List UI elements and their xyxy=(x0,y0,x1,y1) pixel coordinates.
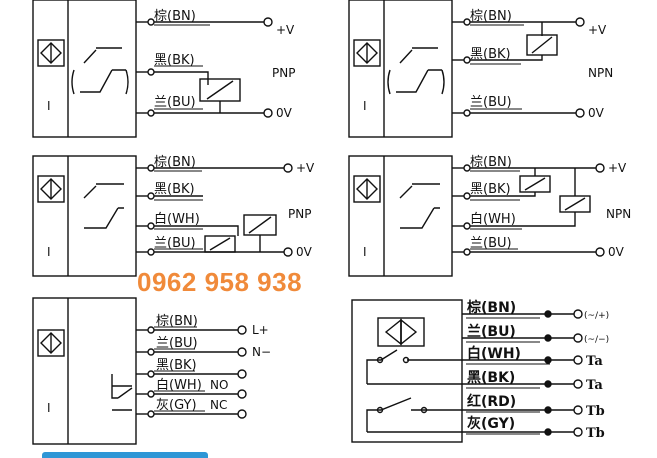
sensor-body xyxy=(32,0,137,138)
sensor-body xyxy=(32,155,137,277)
contact-no-label: NO xyxy=(210,378,228,392)
terminal-tb-2: Tb xyxy=(586,426,605,441)
wire-label-red: 红(RD) xyxy=(467,393,516,410)
wire-label-brown: 棕(BN) xyxy=(156,314,198,329)
wire-label-gray: 灰(GY) xyxy=(156,398,197,413)
labels-ac6: 棕(BN) 兰(BU) 白(WH) 黑(BK) 红(RD) 灰(GY) (~/+… xyxy=(466,299,609,441)
wire-label-blue: 兰(BU) xyxy=(154,236,196,251)
sensor-mark: I xyxy=(47,99,51,113)
terminal-zero-v: 0V xyxy=(296,245,313,259)
terminal-n-minus: N− xyxy=(252,345,271,359)
output-type-label: NPN xyxy=(588,66,613,80)
wire-label-white: 白(WH) xyxy=(467,345,521,362)
phone-number-watermark: 0962 958 938 xyxy=(137,267,303,297)
sensor-body xyxy=(348,0,453,138)
sensor-mark: I xyxy=(363,245,367,259)
wire-label-brown: 棕(BN) xyxy=(470,9,512,24)
sensor-body xyxy=(32,297,137,445)
terminal-plus-v: +V xyxy=(296,161,315,175)
output-type-label: PNP xyxy=(288,207,311,221)
diagram-npn-3wire xyxy=(348,0,585,138)
wire-label-brown: 棕(BN) xyxy=(470,155,512,170)
sensor-symbol-icon xyxy=(37,329,65,357)
wire-label-brown: 棕(BN) xyxy=(154,155,196,170)
terminal-plus-v: +V xyxy=(276,23,295,37)
wire-label-black: 黑(BK) xyxy=(467,370,515,386)
sensor-symbol-icon xyxy=(377,317,425,347)
wire-label-black: 黑(BK) xyxy=(470,182,511,197)
sensor-body xyxy=(351,299,463,443)
contact-nc-label: NC xyxy=(210,398,227,412)
labels-pnp4: 棕(BN) 黑(BK) 白(WH) 兰(BU) +V 0V PNP I xyxy=(47,155,315,259)
wire-label-blue: 兰(BU) xyxy=(470,95,512,110)
terminal-ac-plus: (~/+) xyxy=(584,311,609,321)
wire-label-white: 白(WH) xyxy=(156,377,202,393)
switch-ta-icon xyxy=(366,349,462,384)
wire-label-black: 黑(BK) xyxy=(154,182,195,197)
wire-label-blue: 兰(BU) xyxy=(156,336,198,351)
switch-tb-icon xyxy=(366,397,462,432)
terminal-zero-v: 0V xyxy=(276,106,293,120)
wire-label-blue: 兰(BU) xyxy=(467,323,516,340)
wire-label-black: 黑(BK) xyxy=(156,358,197,373)
terminal-ac-minus: (~/−) xyxy=(584,335,609,345)
wire-label-black: 黑(BK) xyxy=(154,53,195,68)
diagram-pnp-4wire xyxy=(32,155,293,277)
labels-relay5: 棕(BN) 兰(BU) 黑(BK) 白(WH) 灰(GY) L+ N− NO N… xyxy=(47,314,271,415)
wire-label-white: 白(WH) xyxy=(154,211,200,227)
wire-label-black: 黑(BK) xyxy=(470,47,511,62)
switch-no-icon xyxy=(83,47,122,64)
terminal-plus-v: +V xyxy=(588,23,607,37)
wire-label-white: 白(WH) xyxy=(470,211,516,227)
wire-label-brown: 棕(BN) xyxy=(466,299,516,316)
wire-label-gray: 灰(GY) xyxy=(467,415,515,432)
diagram-ac-6wire xyxy=(351,299,583,443)
sensor-symbol-icon xyxy=(37,39,65,67)
sensor-mark: I xyxy=(47,401,51,415)
diagram-npn-4wire xyxy=(348,155,605,277)
sensor-mark: I xyxy=(363,99,367,113)
wire-label-blue: 兰(BU) xyxy=(470,236,512,251)
terminal-ta-1: Ta xyxy=(586,354,603,369)
sensor-symbol-icon xyxy=(37,175,65,203)
switch-nc-icon xyxy=(71,69,129,95)
labels-npn3: 棕(BN) 黑(BK) 兰(BU) +V 0V NPN I xyxy=(363,9,613,120)
sensor-mark: I xyxy=(47,245,51,259)
sensor-symbol-icon xyxy=(353,39,381,67)
diagram-relay-5wire xyxy=(32,297,247,445)
output-type-label: NPN xyxy=(606,207,631,221)
terminal-tb-1: Tb xyxy=(586,404,605,419)
terminal-zero-v: 0V xyxy=(588,106,605,120)
sensor-symbol-icon xyxy=(353,175,381,203)
sensor-body xyxy=(348,155,453,277)
labels-pnp3: 棕(BN) 黑(BK) 兰(BU) +V 0V PNP I xyxy=(47,9,295,120)
diagram-pnp-3wire xyxy=(32,0,273,138)
wire-label-blue: 兰(BU) xyxy=(154,95,196,110)
terminal-plus-v: +V xyxy=(608,161,627,175)
terminal-ta-2: Ta xyxy=(586,378,603,393)
output-type-label: PNP xyxy=(272,66,295,80)
terminal-l-plus: L+ xyxy=(252,323,269,337)
terminal-zero-v: 0V xyxy=(608,245,625,259)
blue-tab-edge xyxy=(42,452,208,458)
wire-label-brown: 棕(BN) xyxy=(154,9,196,24)
labels-npn4: 棕(BN) 黑(BK) 白(WH) 兰(BU) +V 0V NPN I xyxy=(363,155,631,259)
